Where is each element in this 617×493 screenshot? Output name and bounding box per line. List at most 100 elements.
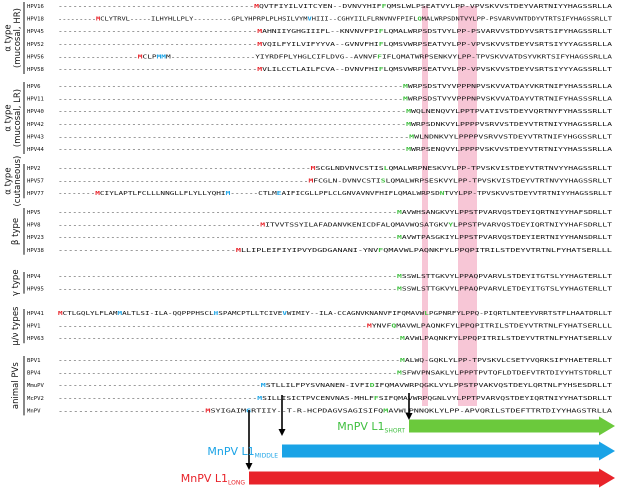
start-codon-mark: M bbox=[397, 235, 403, 241]
start-codon-mark: M bbox=[406, 109, 412, 115]
start-codon-mark: M bbox=[383, 408, 389, 414]
sequence-row: ----------------------------------------… bbox=[58, 67, 613, 73]
start-codon-mark: M bbox=[257, 396, 263, 402]
sequence-name: HPV6 bbox=[27, 84, 40, 90]
sequence-row: ----------------------------------------… bbox=[58, 4, 613, 10]
start-codon-mark: M bbox=[397, 210, 403, 216]
group-label: β type bbox=[11, 218, 21, 245]
sequence-row: ----------------------------------------… bbox=[58, 396, 613, 402]
start-codon-mark: F bbox=[378, 248, 384, 254]
sequence-name: HPV4 bbox=[27, 274, 41, 280]
start-codon-mark: N bbox=[440, 191, 446, 197]
sequence-name: BPV1 bbox=[27, 358, 40, 364]
sequence-name: HPV56 bbox=[27, 54, 44, 60]
sequence-name: HPV43 bbox=[27, 134, 44, 140]
orf-arrow-short bbox=[409, 416, 615, 436]
sequence-name: McPV2 bbox=[27, 396, 44, 402]
sequence-name: HPV57 bbox=[27, 179, 44, 185]
group-label: α type(mucosal, LR) bbox=[4, 89, 24, 147]
sequence-row: ----------------------------------------… bbox=[58, 147, 613, 153]
sequence-row: ----------------------------------------… bbox=[58, 210, 613, 216]
alignment-group: HPV6 ------------------------------------… bbox=[4, 82, 613, 154]
alignment-group: HPV5 ------------------------------------… bbox=[11, 208, 613, 255]
start-codon-mark: M bbox=[308, 179, 314, 185]
sequence-name: HPV52 bbox=[27, 42, 44, 48]
group-label: γ type bbox=[11, 269, 21, 296]
start-codon-mark: M bbox=[257, 29, 263, 35]
start-codon-mark: Y bbox=[448, 223, 454, 229]
start-codon-mark: F bbox=[377, 54, 383, 60]
sequence-name: HPV1 bbox=[27, 324, 40, 330]
sequence-name: HPV5 bbox=[27, 210, 40, 216]
start-pointer-arrowhead bbox=[245, 463, 253, 470]
sequence-name: HPV42 bbox=[27, 122, 44, 128]
sequence-name: MmuPV bbox=[27, 383, 44, 389]
sequence-name: HPV18 bbox=[27, 17, 44, 23]
start-codon-mark: M bbox=[96, 17, 101, 23]
start-codon-mark: Q bbox=[417, 17, 422, 23]
highlight-column-1 bbox=[422, 6, 428, 406]
sequence-name: HPV63 bbox=[27, 336, 44, 342]
start-codon-mark: F bbox=[382, 4, 388, 10]
start-codon-mark: M bbox=[205, 408, 211, 414]
start-codon-mark: M bbox=[138, 54, 144, 60]
sequence-name: HPV44 bbox=[27, 147, 44, 153]
start-pointer-arrowhead bbox=[405, 413, 413, 420]
sequence-name: MnPV bbox=[27, 408, 41, 414]
sequence-row: ----------------------------------------… bbox=[58, 371, 613, 377]
start-codon-mark: H bbox=[214, 311, 219, 317]
sequence-row: ----------------------------------------… bbox=[58, 97, 613, 103]
start-codon-mark: L bbox=[424, 311, 429, 317]
sequence-name: HPV45 bbox=[27, 29, 44, 35]
sequence-row: ----------------------------------------… bbox=[58, 42, 613, 48]
group-label: α type(cutaneous) bbox=[4, 156, 24, 207]
start-codon-mark: M bbox=[403, 97, 409, 103]
start-codon-mark: M bbox=[403, 84, 409, 90]
alignment-group: BPV1 ------------------------------------… bbox=[11, 356, 613, 416]
sequence-row: ----------------------------------------… bbox=[58, 383, 613, 389]
sequence-name: HPV38 bbox=[27, 248, 44, 254]
sequence-row: ---------MCLYTRVL-----ILHYHLLPLY--------… bbox=[58, 17, 613, 23]
start-codon-mark: M bbox=[406, 147, 412, 153]
alignment-group: HPV2 ------------------------------------… bbox=[4, 156, 613, 207]
sequence-row: ----------------------------------------… bbox=[58, 134, 613, 140]
sequence-name: HPV8 bbox=[27, 223, 41, 229]
sequence-name: HPV2 bbox=[27, 166, 40, 172]
alignment-group: HPV4 ------------------------------------… bbox=[11, 269, 613, 296]
alignment-group: HPV16-----------------------------------… bbox=[4, 2, 613, 74]
sequence-row: ----------------------------------------… bbox=[58, 274, 613, 280]
sequence-row: ----------------------------------------… bbox=[58, 287, 613, 293]
start-codon-mark: M bbox=[260, 223, 266, 229]
legend-label-middle: MnPV L1MIDDLE bbox=[207, 445, 278, 460]
group-label: animal PVs bbox=[11, 362, 21, 409]
sequence-row: ----------------------------------------… bbox=[58, 166, 613, 172]
start-codon-mark: M bbox=[95, 191, 101, 197]
sequence-name: HPV41 bbox=[27, 311, 44, 317]
start-codon-mark: F bbox=[374, 396, 380, 402]
start-codon-mark: V bbox=[282, 311, 287, 317]
start-codon-mark: Q bbox=[391, 324, 397, 330]
sequence-row: ----------------------------------------… bbox=[58, 235, 613, 241]
start-codon-mark: F bbox=[379, 67, 385, 73]
start-codon-mark: M bbox=[406, 122, 412, 128]
legend-label-short: MnPV L1SHORT bbox=[337, 420, 405, 435]
sequence-row: ----------------------------------------… bbox=[58, 122, 613, 128]
sequence-name: HPV77 bbox=[27, 191, 44, 197]
sequence-name: HPV11 bbox=[27, 97, 44, 103]
start-codon-mark: M bbox=[400, 336, 406, 342]
highlight-column-2 bbox=[458, 6, 477, 406]
start-codon-mark: M bbox=[254, 4, 260, 10]
start-codon-mark: V bbox=[308, 17, 313, 23]
start-codon-mark: F bbox=[379, 29, 385, 35]
sequence-name: HPV58 bbox=[27, 67, 44, 73]
start-codon-mark: M bbox=[58, 311, 63, 317]
sequence-row: ----------------------------------------… bbox=[58, 84, 613, 90]
start-codon-mark: F bbox=[379, 42, 385, 48]
group-label: μ/ν types bbox=[11, 306, 21, 346]
orf-arrow-middle bbox=[282, 441, 615, 461]
